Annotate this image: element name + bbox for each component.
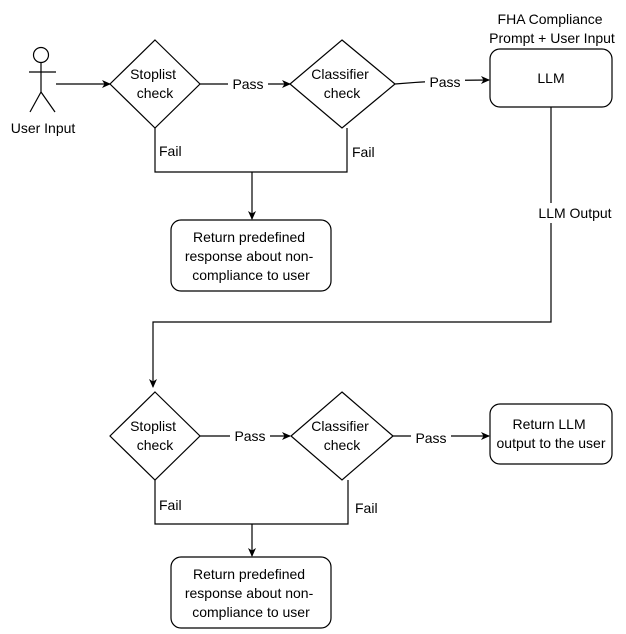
- stoplist-check-diamond-top: [109, 39, 201, 129]
- pass-label-top-2: Pass: [429, 74, 460, 90]
- pass-label-bottom-1: Pass: [234, 428, 265, 444]
- edge-stoplist-fail: [154, 128, 252, 173]
- classifier-check-diamond-bottom: [290, 391, 394, 481]
- edge-classifier-fail: [252, 128, 348, 173]
- classifier-check-label-bottom: Classifier check: [311, 418, 372, 453]
- stoplist-check-label-bottom: Stoplist check: [130, 418, 180, 453]
- stoplist-check-label-top: Stoplist check: [130, 66, 180, 101]
- edge-stoplist-fail-bottom: [154, 480, 252, 525]
- fail-label-top-2: Fail: [352, 144, 375, 160]
- actor-label: User Input: [11, 120, 76, 136]
- llm-caption: FHA Compliance Prompt + User Input: [489, 11, 615, 46]
- return-box-bottom-label: Return predefined response about non- co…: [185, 566, 317, 620]
- stoplist-check-diamond-bottom: [109, 391, 201, 481]
- return-box-top: [170, 219, 332, 292]
- pass-label-bottom-2: Pass: [415, 430, 446, 446]
- return-llm-output-box: [489, 403, 613, 465]
- edge-classifier-fail-bottom: [252, 480, 349, 525]
- classifier-check-label-top: Classifier check: [311, 66, 372, 101]
- llm-output-label: LLM Output: [538, 205, 611, 221]
- return-llm-output-label: Return LLM output to the user: [497, 416, 606, 451]
- return-box-top-label: Return predefined response about non- co…: [185, 229, 317, 283]
- fail-label-bottom-1: Fail: [159, 497, 182, 513]
- llm-label: LLM: [537, 70, 564, 86]
- user-actor-icon: [29, 46, 56, 113]
- pass-label-top-1: Pass: [232, 76, 263, 92]
- classifier-check-diamond-top: [289, 39, 396, 129]
- fail-label-bottom-2: Fail: [355, 500, 378, 516]
- return-box-bottom: [170, 556, 332, 629]
- fail-label-top-1: Fail: [159, 143, 182, 159]
